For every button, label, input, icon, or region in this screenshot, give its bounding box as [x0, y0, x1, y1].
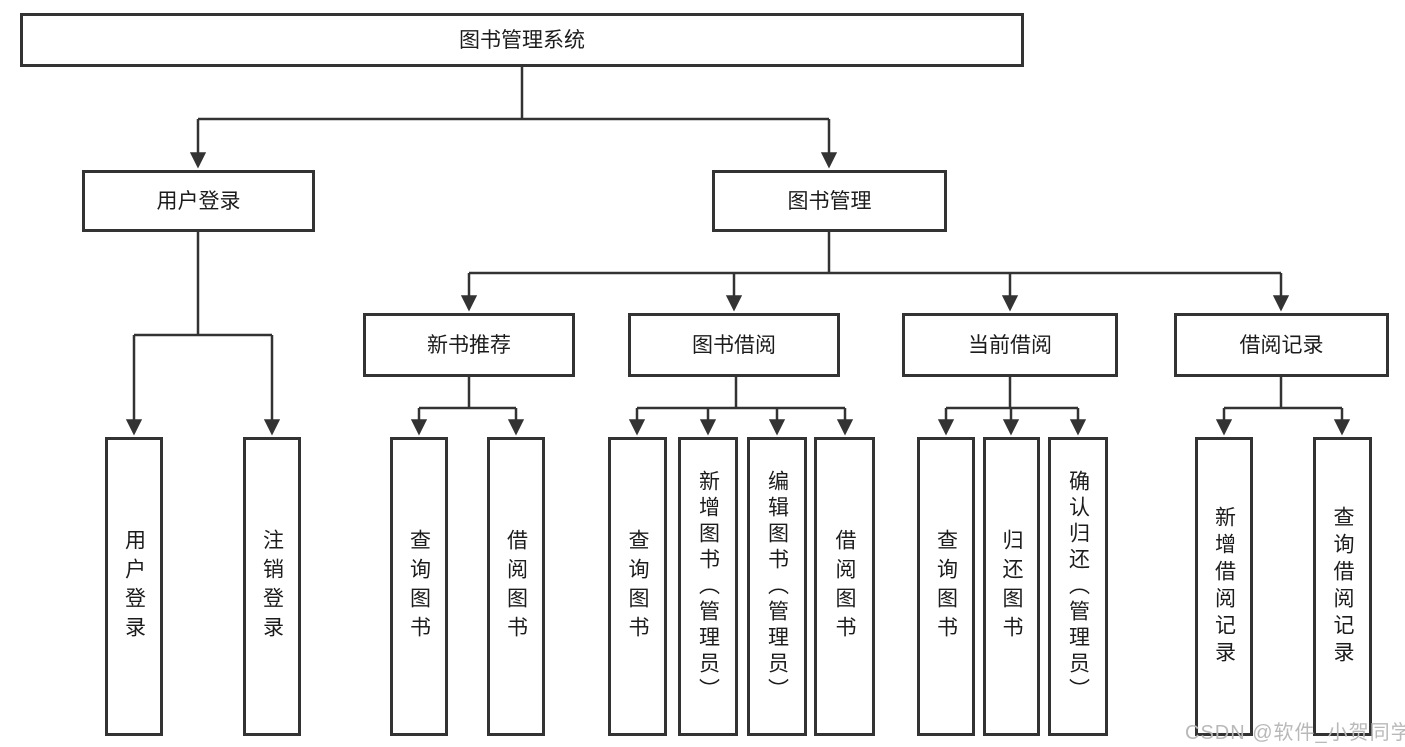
node-book-borrowing: 图书借阅 — [628, 313, 840, 377]
node-new-book-recommend: 新书推荐 — [363, 313, 575, 377]
leaf-query-books-3: 查询图书 — [917, 437, 975, 736]
node-root-system: 图书管理系统 — [20, 13, 1024, 67]
leaf-borrow-books-2: 借阅图书 — [814, 437, 875, 736]
node-book-management: 图书管理 — [712, 170, 947, 232]
leaf-confirm-return-admin: 确认归还（管理员） — [1048, 437, 1108, 736]
csdn-watermark: CSDN @软件_小贺同学 — [1185, 722, 1405, 744]
leaf-add-borrow-record: 新增借阅记录 — [1195, 437, 1253, 736]
node-borrowing-records: 借阅记录 — [1174, 313, 1389, 377]
leaf-query-books-1: 查询图书 — [390, 437, 448, 736]
node-current-borrowing: 当前借阅 — [902, 313, 1118, 377]
leaf-edit-books-admin: 编辑图书（管理员） — [747, 437, 807, 736]
leaf-query-borrow-record: 查询借阅记录 — [1313, 437, 1372, 736]
leaf-borrow-books-1: 借阅图书 — [487, 437, 545, 736]
node-user-login: 用户登录 — [82, 170, 315, 232]
leaf-add-books-admin: 新增图书（管理员） — [678, 437, 738, 736]
leaf-query-books-2: 查询图书 — [608, 437, 667, 736]
leaf-return-books: 归还图书 — [983, 437, 1040, 736]
leaf-user-login: 用户登录 — [105, 437, 163, 736]
leaf-logout: 注销登录 — [243, 437, 301, 736]
